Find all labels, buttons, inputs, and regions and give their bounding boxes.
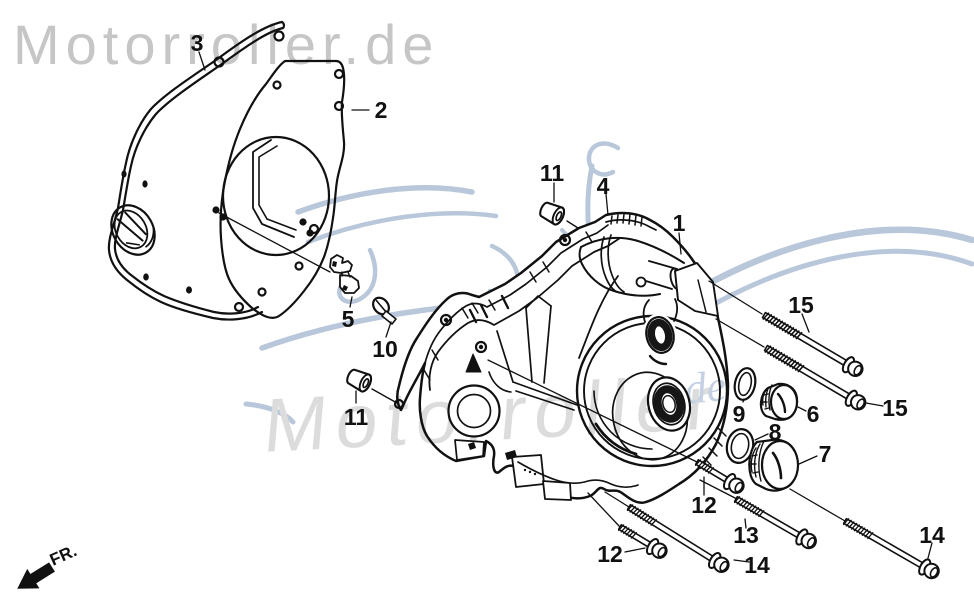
svg-text:1: 1 [673, 210, 686, 236]
svg-text:11: 11 [540, 160, 565, 186]
svg-text:5: 5 [342, 306, 355, 332]
svg-text:8: 8 [769, 419, 782, 445]
svg-text:15: 15 [788, 292, 814, 318]
svg-text:13: 13 [733, 522, 759, 548]
svg-text:14: 14 [919, 522, 945, 548]
svg-text:3: 3 [191, 30, 204, 56]
svg-text:Motorroller.de: Motorroller.de [13, 13, 439, 76]
svg-text:2: 2 [375, 97, 388, 123]
svg-text:FR.: FR. [47, 541, 80, 569]
svg-text:12: 12 [691, 492, 717, 518]
svg-text:10: 10 [372, 336, 398, 362]
svg-text:12: 12 [597, 541, 623, 567]
svg-text:9: 9 [733, 401, 746, 427]
svg-text:7: 7 [819, 441, 832, 467]
svg-text:6: 6 [807, 401, 820, 427]
svg-text:4: 4 [597, 173, 610, 199]
svg-text:15: 15 [882, 395, 908, 421]
svg-text:14: 14 [744, 552, 770, 578]
svg-text:11: 11 [344, 404, 369, 430]
